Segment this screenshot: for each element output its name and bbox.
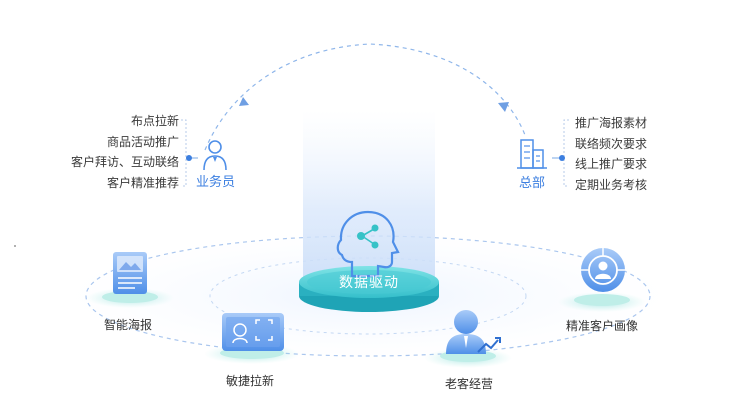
left-dot: [186, 155, 192, 161]
flow-arc: [204, 43, 526, 151]
left-item: 客户精准推荐: [106, 176, 179, 190]
node-label-retention: 老客经营: [445, 377, 494, 391]
salesperson-icon: [203, 140, 227, 171]
id-scan-card-icon: [204, 313, 300, 364]
hub-label: 数据驱动: [339, 275, 399, 291]
outer-orbit: [85, 235, 651, 357]
right-item: 联络频次要求: [575, 137, 648, 151]
hub-pedestal: [299, 266, 439, 312]
light-beam: [303, 110, 435, 290]
left-item: 布点拉新: [130, 114, 179, 128]
arc-arrow-left: [239, 97, 249, 106]
node-label-portrait: 精准客户画像: [566, 319, 639, 333]
left-bracket: [181, 119, 187, 187]
right-item: 线上推广要求: [575, 157, 648, 171]
right-item: 推广海报素材: [575, 116, 648, 130]
right-item: 定期业务考核: [575, 178, 648, 192]
headquarters-label: 总部: [519, 176, 546, 191]
left-item: 商品活动推广: [106, 135, 179, 149]
right-bracket: [563, 119, 569, 187]
arc-arrow-right: [498, 102, 509, 112]
poster-icon: [86, 252, 174, 308]
left-item: 客户拜访、互动联络: [70, 155, 179, 169]
headquarters-building-icon: [517, 139, 547, 169]
node-label-poster: 智能海报: [104, 318, 153, 332]
head-share-icon: [336, 210, 400, 278]
customer-growth-icon: [424, 310, 512, 368]
right-dot: [559, 155, 565, 161]
target-portrait-icon: [558, 248, 646, 312]
node-label-acquisition: 敏捷拉新: [226, 374, 275, 388]
salesperson-label: 业务员: [196, 175, 236, 190]
stray-dot: [14, 245, 16, 247]
